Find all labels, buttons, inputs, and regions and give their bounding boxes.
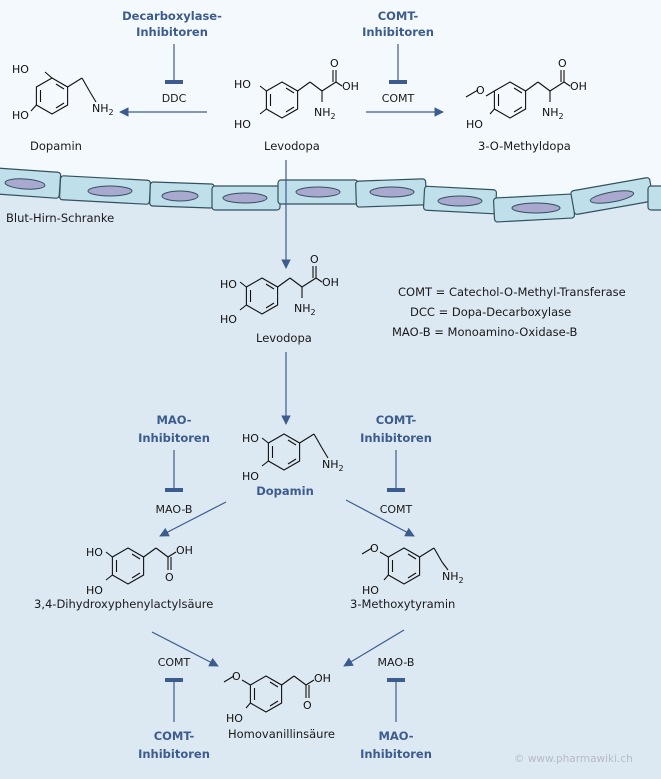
molecule-levodopa-top: HO HO O OH NH2 <box>234 57 359 131</box>
hydroxy-label: HO <box>220 278 237 291</box>
legend-maob: MAO-B = Monoamino-Oxidase-B <box>392 325 577 339</box>
oxygen-label: O <box>476 84 485 97</box>
comt-inhibitor-label: Inhibitoren <box>138 747 210 761</box>
amine-label: NH2 <box>92 102 114 117</box>
hydroxy-label: HO <box>466 118 483 131</box>
inhibition-bar <box>387 488 405 492</box>
enzyme-comt-bot: COMT <box>158 656 191 669</box>
inhibition-bar <box>165 678 183 682</box>
comt-inhibitor-label: Inhibitoren <box>360 431 432 445</box>
label-levodopa-mid: Levodopa <box>256 331 312 345</box>
molecule-methoxytyramin: O HO NH2 <box>361 542 464 597</box>
amine-label: NH2 <box>542 106 564 121</box>
hydroxy-label: HO <box>362 584 379 597</box>
oxygen-label: O <box>303 699 312 712</box>
barrier-cell <box>647 185 661 211</box>
label-methoxytyramin: 3-Methoxytyramin <box>350 597 455 611</box>
mao-inhibitor-label: Inhibitoren <box>138 431 210 445</box>
hydroxy-label: OH <box>314 672 331 685</box>
arrow-methoxytyramin-to-hva <box>343 629 405 667</box>
hydroxy-label: HO <box>242 470 259 483</box>
barrier-cell <box>355 178 427 208</box>
amine-label: NH2 <box>322 458 344 473</box>
mao-inhibitor-label: MAO- <box>156 413 191 427</box>
inhibition-bar <box>389 80 407 84</box>
amine-label: NH2 <box>442 570 464 585</box>
mao-inhibitor-label: MAO- <box>378 729 413 743</box>
legend-comt: COMT = Catechol-O-Methyl-Transferase <box>398 285 626 299</box>
brain-region <box>0 192 661 779</box>
label-methyldopa: 3-O-Methyldopa <box>478 139 571 153</box>
barrier-cell <box>211 185 281 211</box>
enzyme-mao-b-mid: MAO-B <box>156 503 193 516</box>
oxygen-label: O <box>558 57 567 70</box>
inhibition-bar <box>165 80 183 84</box>
molecule-hva: O HO OH O <box>223 670 331 725</box>
barrier-cell <box>0 167 62 199</box>
inhibition-bar <box>387 678 405 682</box>
enzyme-comt-top: COMT <box>382 92 415 105</box>
molecule-dopac: HO HO OH O <box>86 544 193 597</box>
hydroxy-label: OH <box>570 80 587 93</box>
inhibition-bar <box>165 488 183 492</box>
molecule-dopamin-mid: HO HO NH2 <box>242 432 344 483</box>
hydroxy-label: OH <box>176 544 193 557</box>
blood-brain-barrier <box>0 167 661 223</box>
arrow-dopamin-to-dopac <box>159 501 227 537</box>
enzyme-mao-b-bot: MAO-B <box>378 656 415 669</box>
label-dopamin-mid: Dopamin <box>256 484 314 498</box>
comt-inhibitor-label: COMT- <box>376 413 417 427</box>
mao-inhibitor-label: Inhibitoren <box>360 747 432 761</box>
hydroxy-label: HO <box>12 109 29 122</box>
barrier-cell <box>58 175 152 205</box>
comt-inhibitor-label: COMT- <box>154 729 195 743</box>
hydroxy-label: HO <box>86 584 103 597</box>
molecule-methyldopa: O HO O OH NH2 <box>465 57 587 131</box>
label-dopamin-top: Dopamin <box>30 139 82 153</box>
enzyme-ddc: DDC <box>162 92 187 105</box>
hydroxy-label: OH <box>342 80 359 93</box>
arrow-dopamin-to-methoxytyramin <box>345 499 415 537</box>
molecule-levodopa-mid: HO HO O OH NH2 <box>220 253 339 326</box>
hydroxy-label: HO <box>234 118 251 131</box>
hydroxy-label: HO <box>86 546 103 559</box>
barrier-cell <box>492 193 576 223</box>
oxygen-label: O <box>232 670 241 683</box>
hydroxy-label: HO <box>234 78 251 91</box>
label-hva: Homovanillinsäure <box>228 727 335 741</box>
molecule-dopamin-top: HO HO NH2 <box>12 63 114 122</box>
label-dopac: 3,4-Dihydroxyphenylactylsäure <box>34 597 213 611</box>
hydroxy-label: HO <box>242 432 259 445</box>
comt-inhibitor-label: COMT- <box>378 9 419 23</box>
barrier-cell <box>277 179 359 205</box>
oxygen-label: O <box>370 542 379 555</box>
legend-dcc: DCC = Dopa-Decarboxylase <box>410 305 571 319</box>
amine-label: NH2 <box>314 106 336 121</box>
barrier-cell <box>149 181 215 209</box>
barrier-cell <box>422 185 498 215</box>
label-levodopa-top: Levodopa <box>264 139 320 153</box>
legend: COMT = Catechol-O-Methyl-Transferase DCC… <box>392 285 626 339</box>
hydroxy-label: HO <box>12 63 29 76</box>
amine-label: NH2 <box>294 302 316 317</box>
label-blood-brain-barrier: Blut-Hirn-Schranke <box>6 211 114 225</box>
hydroxy-label: HO <box>220 313 237 326</box>
enzyme-comt-mid: COMT <box>380 503 413 516</box>
hydroxy-label: HO <box>226 712 243 725</box>
barrier-cell <box>570 177 654 215</box>
oxygen-label: O <box>165 571 174 584</box>
arrow-dopac-to-hva <box>151 631 219 667</box>
oxygen-label: O <box>310 253 319 266</box>
hydroxy-label: OH <box>322 276 339 289</box>
credit-text: © www.pharmawiki.ch <box>514 753 633 765</box>
oxygen-label: O <box>330 57 339 70</box>
comt-inhibitor-label: Inhibitoren <box>362 25 434 39</box>
decarboxylase-inhibitor-label: Inhibitoren <box>136 25 208 39</box>
decarboxylase-inhibitor-label: Decarboxylase- <box>122 9 222 23</box>
